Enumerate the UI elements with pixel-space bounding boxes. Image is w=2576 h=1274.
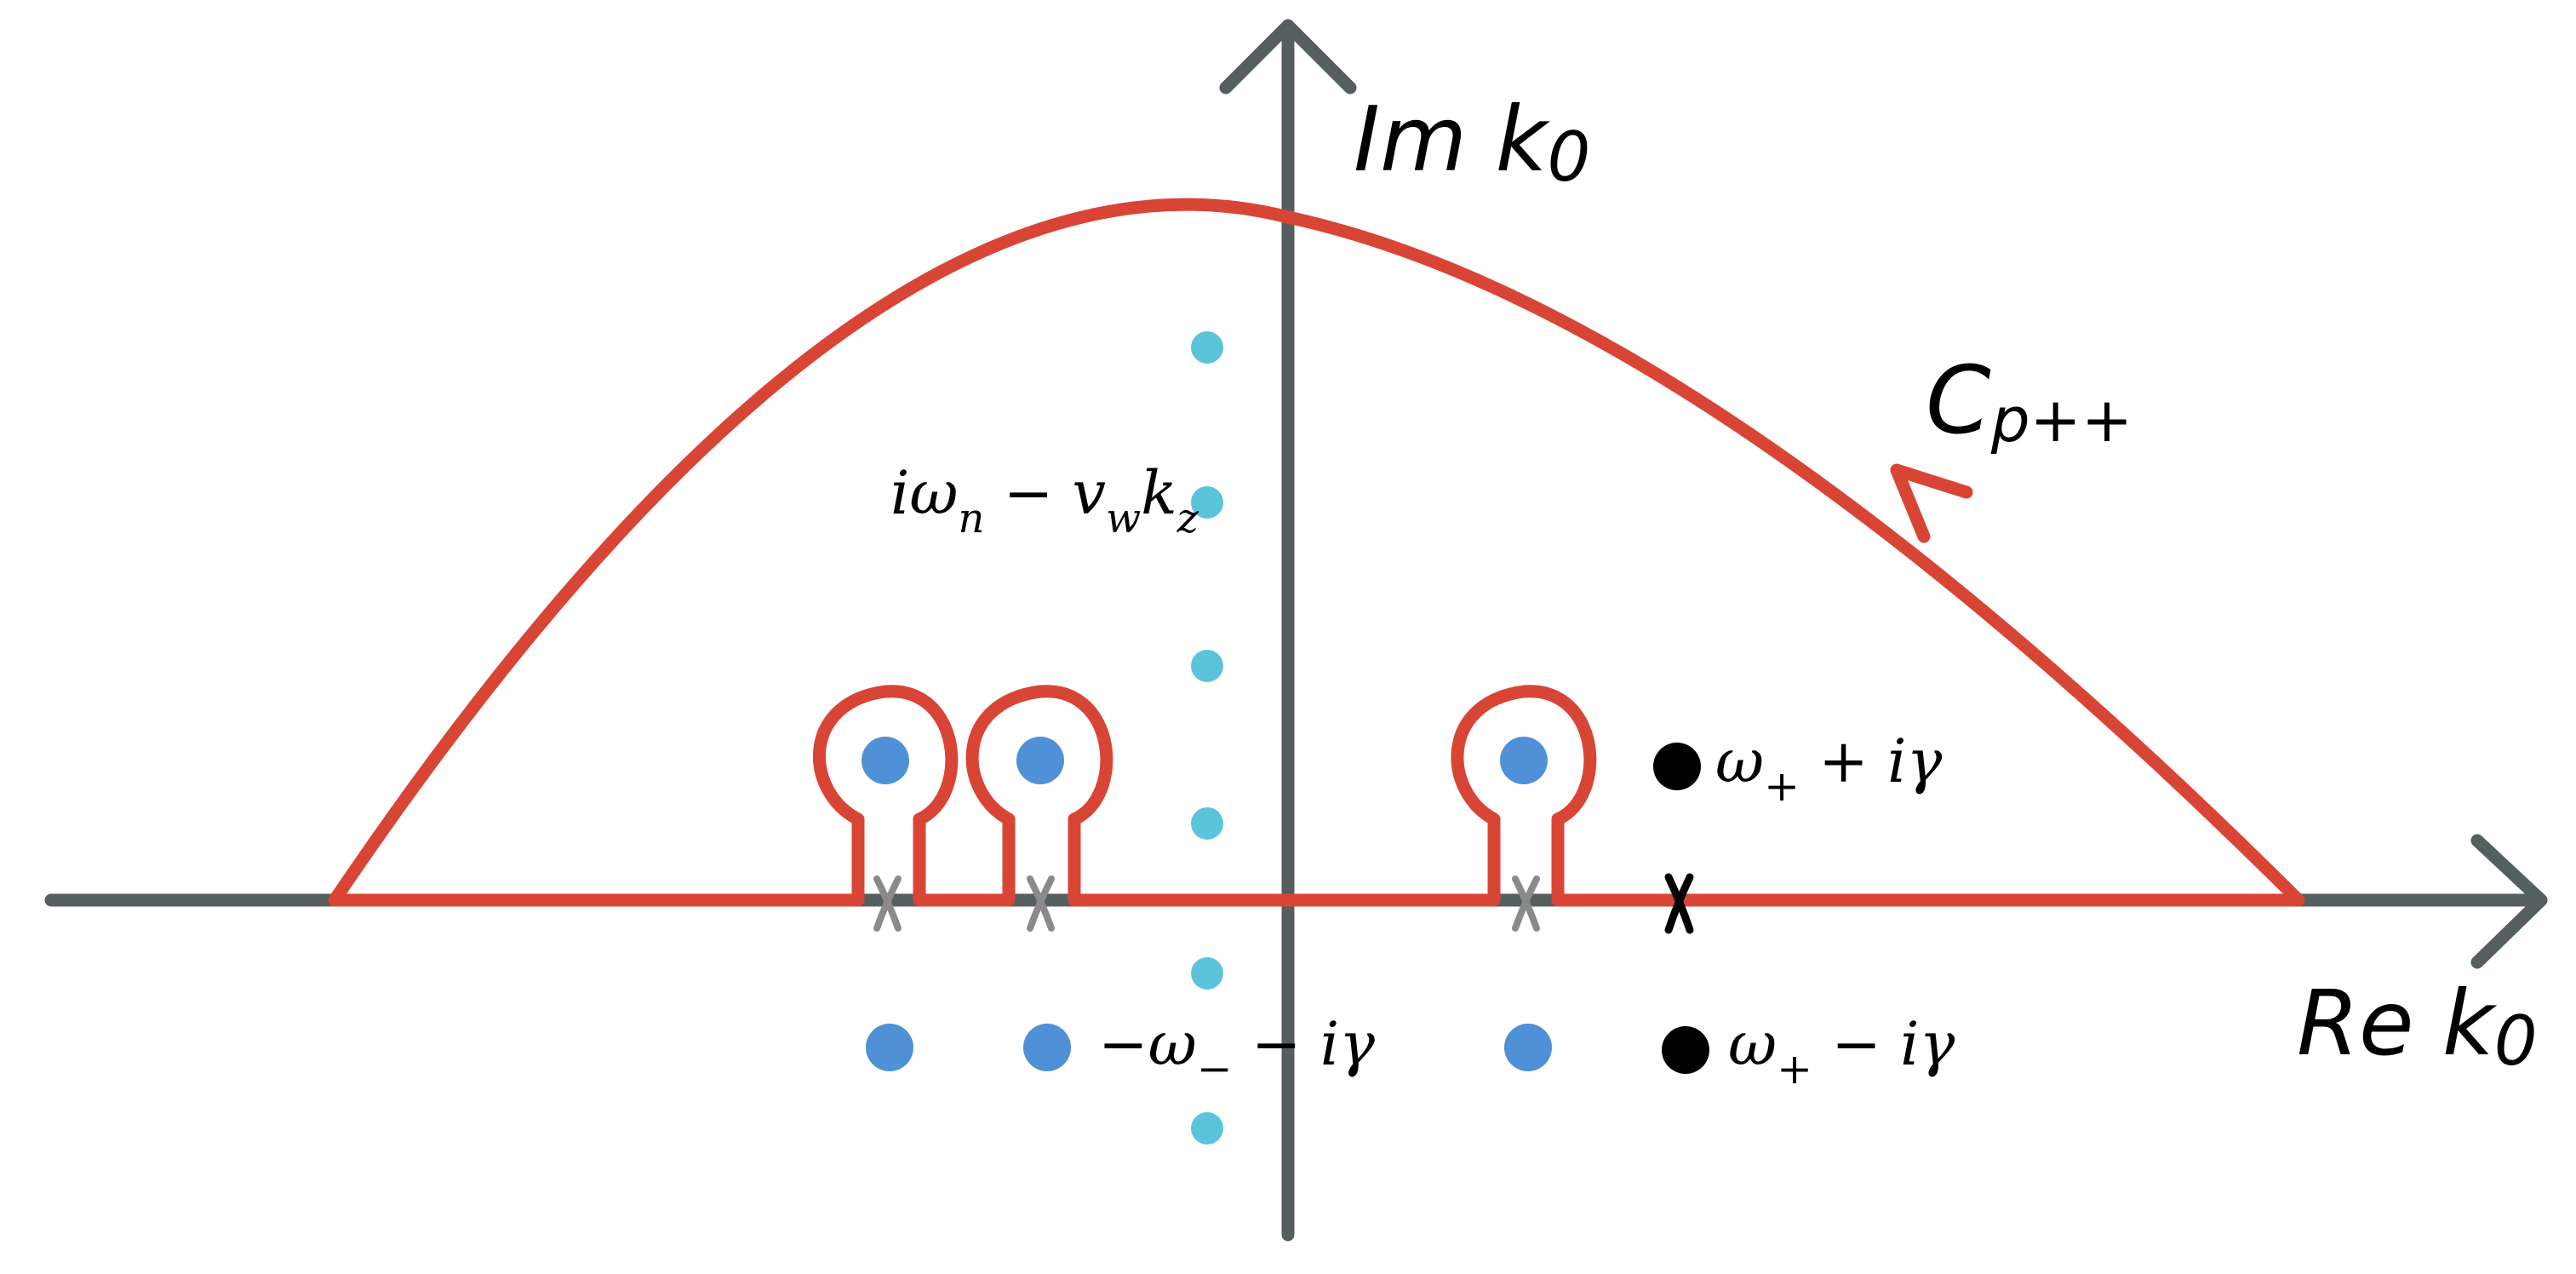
- matsubara-pole: [1191, 331, 1223, 364]
- lower-pole: [1023, 1024, 1071, 1071]
- matsubara-pole: [1191, 957, 1223, 990]
- encircled-pole: [1016, 737, 1064, 784]
- integration-contour: [328, 198, 2305, 907]
- matsubara-label: iωn − vwkz: [890, 458, 1199, 542]
- contour-direction-arrowhead: [1890, 463, 1973, 543]
- lower-pole: [1504, 1024, 1552, 1071]
- imaginary-axis-arrowhead: [1219, 19, 1357, 95]
- encircled-pole: [862, 737, 909, 784]
- lower-plus-label: ω+ − iγ: [1728, 1009, 1955, 1093]
- encircled-poles: [862, 737, 1548, 784]
- contour-real-line-with-keyholes: [328, 685, 2305, 907]
- black-pole-upper: [1653, 743, 1701, 790]
- matsubara-pole: [1191, 807, 1223, 840]
- lower-minus-label: −ω− − iγ: [1098, 1009, 1375, 1093]
- gray-cross-mark: [1027, 875, 1055, 932]
- branch-marks: [873, 873, 1694, 934]
- matsubara-poles: [1191, 331, 1223, 1145]
- real-axis-arrowhead: [2470, 834, 2548, 969]
- black-cross-mark: [1664, 873, 1694, 934]
- upper-plus-label: ω+ + iγ: [1715, 726, 1943, 811]
- contour-label: Cp++: [1926, 346, 2132, 456]
- black-pole-lower: [1662, 1026, 1709, 1074]
- imaginary-axis-label: Im k0: [1354, 88, 1590, 197]
- encircled-pole: [1500, 737, 1548, 784]
- real-axis-label: Re k0: [2297, 972, 2538, 1081]
- black-poles: [1653, 743, 1709, 1074]
- contour-arc: [328, 198, 2305, 907]
- matsubara-pole: [1191, 1112, 1223, 1145]
- matsubara-pole: [1191, 486, 1223, 519]
- lower-pole: [866, 1024, 913, 1071]
- gray-cross-mark: [1512, 875, 1540, 932]
- lower-poles: [866, 1024, 1552, 1071]
- gray-cross-mark: [873, 875, 902, 932]
- matsubara-pole: [1191, 650, 1223, 682]
